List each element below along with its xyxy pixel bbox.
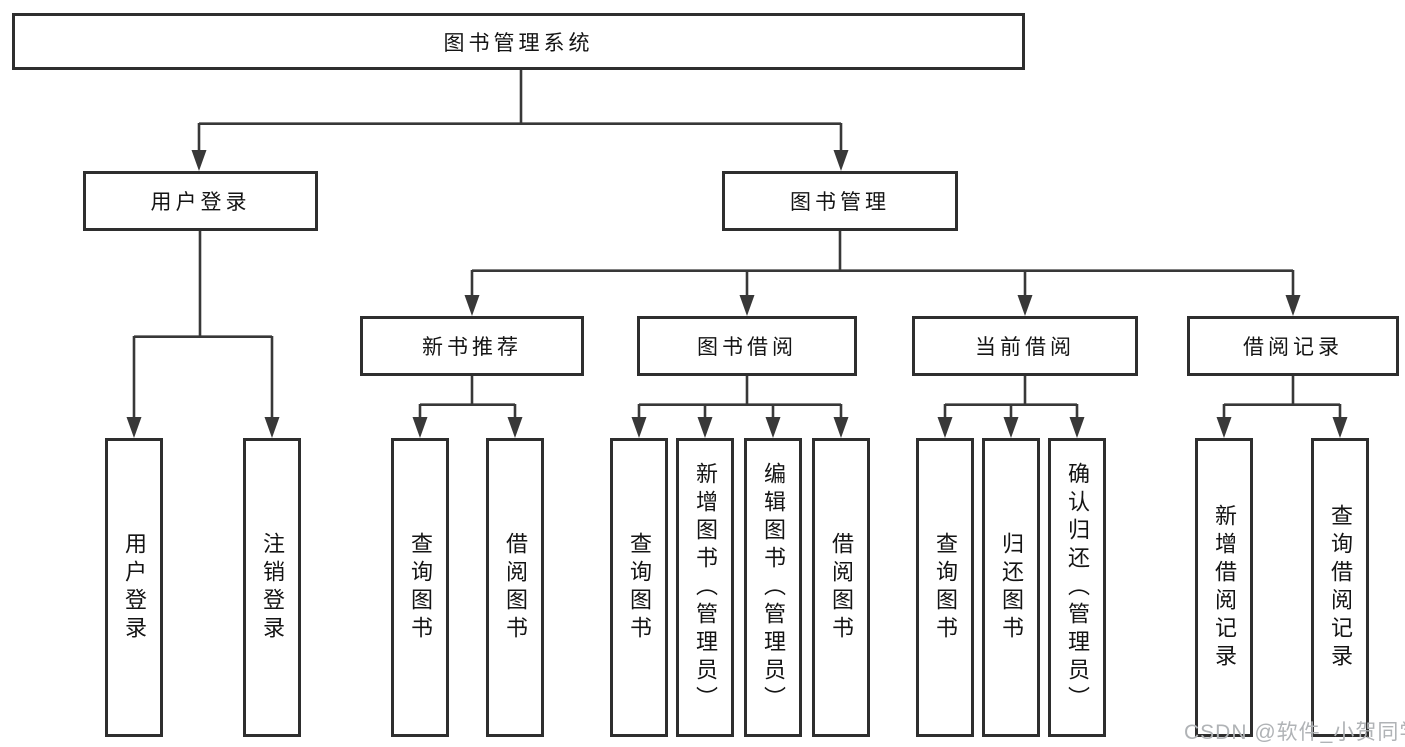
arrow-down-icon	[1216, 417, 1232, 438]
node-leaf-edit-books-admin: 编辑图书（管理员）	[744, 438, 802, 737]
node-book-management: 图书管理	[722, 171, 958, 231]
arrow-down-icon	[1003, 417, 1019, 438]
arrow-down-icon	[126, 417, 142, 438]
node-current-borrowing: 当前借阅	[912, 316, 1138, 376]
node-leaf-query-books-1: 查询图书	[391, 438, 449, 737]
arrow-down-icon	[464, 295, 480, 316]
arrow-down-icon	[765, 417, 781, 438]
node-book-borrowing: 图书借阅	[637, 316, 857, 376]
arrow-down-icon	[937, 417, 953, 438]
arrow-down-icon	[1069, 417, 1085, 438]
node-new-book-recommendation: 新书推荐	[360, 316, 584, 376]
arrow-down-icon	[264, 417, 280, 438]
node-leaf-query-books-3: 查询图书	[916, 438, 974, 737]
node-library-management-system: 图书管理系统	[12, 13, 1025, 70]
node-leaf-borrow-books-1: 借阅图书	[486, 438, 544, 737]
arrow-down-icon	[1285, 295, 1301, 316]
arrow-down-icon	[507, 417, 523, 438]
arrow-down-icon	[1017, 295, 1033, 316]
arrow-down-icon	[739, 295, 755, 316]
node-leaf-add-borrow-record: 新增借阅记录	[1195, 438, 1253, 737]
node-leaf-return-books: 归还图书	[982, 438, 1040, 737]
node-leaf-borrow-books-2: 借阅图书	[812, 438, 870, 737]
arrow-down-icon	[833, 150, 849, 171]
arrow-down-icon	[631, 417, 647, 438]
node-user-login: 用户登录	[83, 171, 318, 231]
arrow-down-icon	[1332, 417, 1348, 438]
node-leaf-user-login: 用户登录	[105, 438, 163, 737]
node-leaf-query-borrow-record: 查询借阅记录	[1311, 438, 1369, 737]
node-leaf-query-books-2: 查询图书	[610, 438, 668, 737]
node-leaf-add-books-admin: 新增图书（管理员）	[676, 438, 734, 737]
csdn-watermark: CSDN @软件_小贺同学	[1184, 721, 1405, 744]
node-borrowing-records: 借阅记录	[1187, 316, 1399, 376]
node-leaf-confirm-return-admin: 确认归还（管理员）	[1048, 438, 1106, 737]
node-leaf-logout: 注销登录	[243, 438, 301, 737]
arrow-down-icon	[833, 417, 849, 438]
arrow-down-icon	[412, 417, 428, 438]
arrow-down-icon	[697, 417, 713, 438]
arrow-down-icon	[191, 150, 207, 171]
